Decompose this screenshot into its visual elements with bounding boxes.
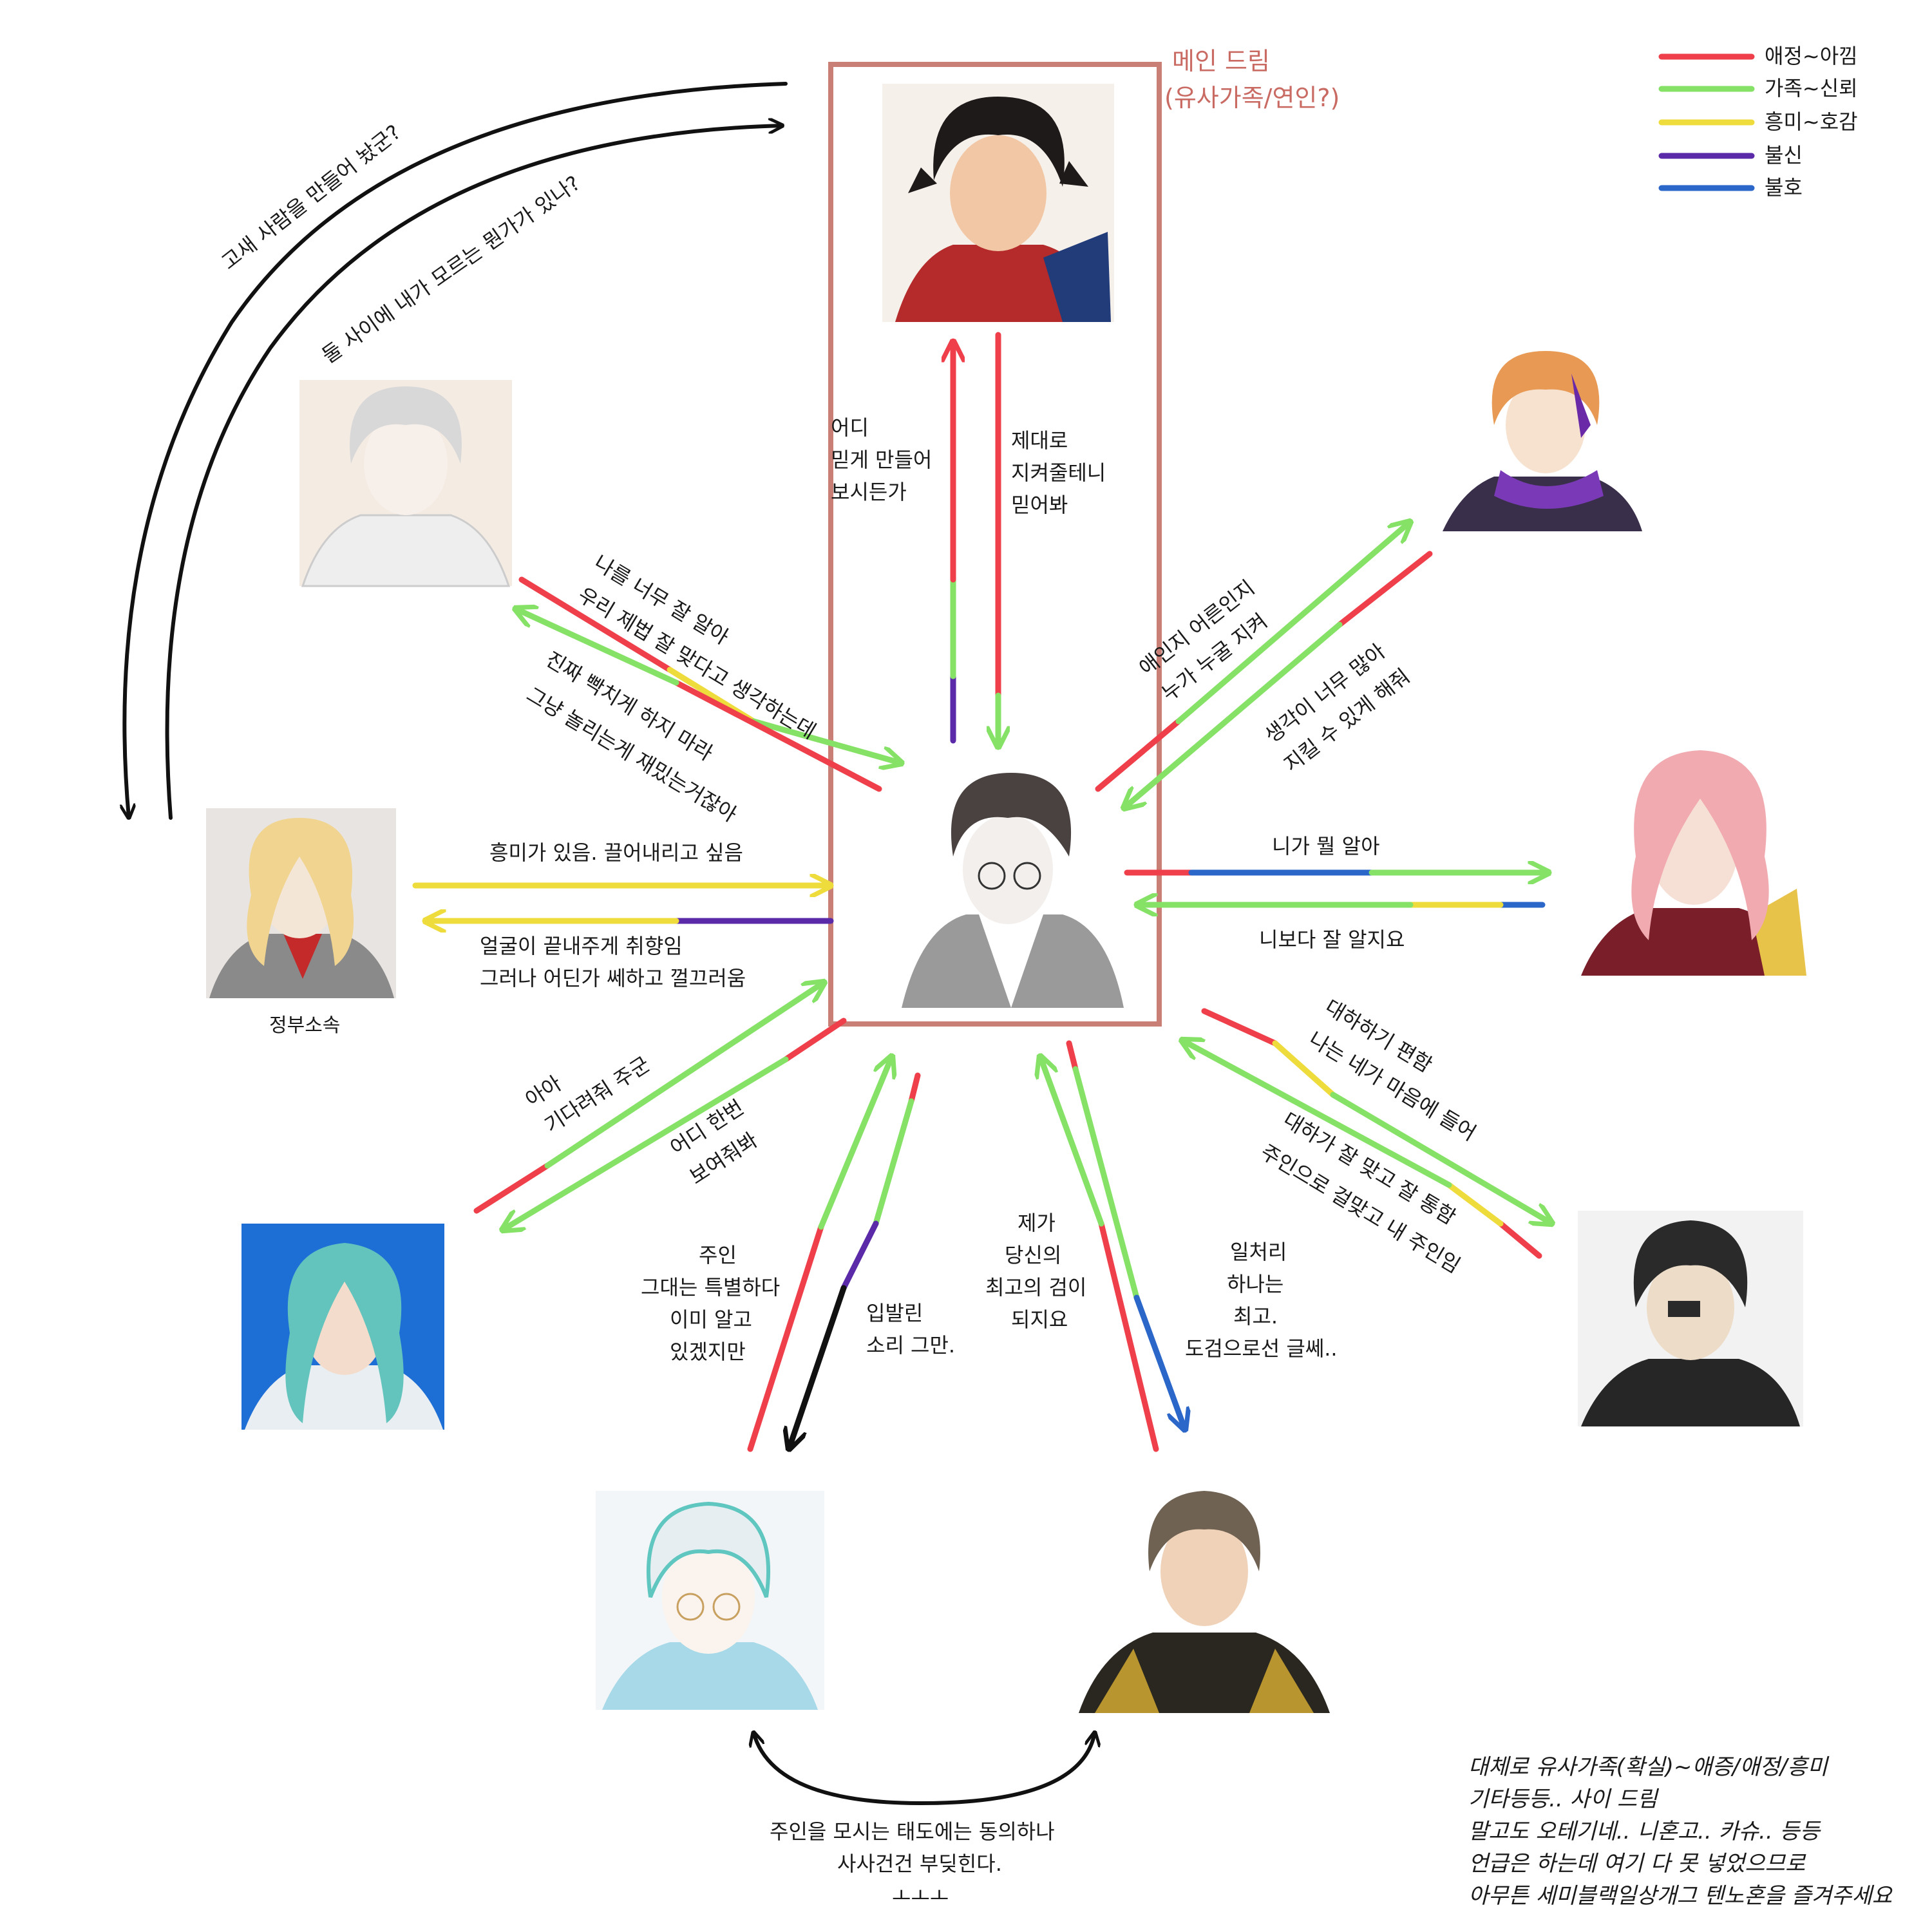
svg-text:어디: 어디: [831, 415, 869, 440]
svg-text:믿어봐: 믿어봐: [1011, 493, 1068, 517]
legend-label-distrust: 불신: [1765, 143, 1803, 167]
label-upperright-to-center: 생각이 너무 많아 지킬 수 있게 해줘: [1260, 639, 1415, 777]
portrait-bottom-right: [1072, 1484, 1336, 1713]
label-top-to-center: 제대로 지켜줄테니 믿어봐: [1011, 428, 1106, 517]
label-right-to-center: 니보다 잘 알지요: [1259, 927, 1405, 952]
svg-text:소리 그만.: 소리 그만.: [866, 1333, 955, 1358]
footnote: 대체로 유사가족(확실)~애증/애정/흥미 기타등등.. 사이 드림 말고도 오…: [1468, 1754, 1893, 1909]
arrow-bottomleft-to-center: [750, 1056, 892, 1449]
portrait-center: [898, 763, 1124, 1008]
label-bottomleft-to-center: 주인 그대는 특별하다 이미 알고 있겠지만: [641, 1243, 780, 1364]
svg-text:최고의 검이: 최고의 검이: [985, 1275, 1086, 1300]
svg-text:대체로 유사가족(확실)~애증/애정/흥미: 대체로 유사가족(확실)~애증/애정/흥미: [1468, 1754, 1830, 1780]
portrait-right: [1578, 744, 1810, 976]
label-upperleft-to-center: 나를 너무 잘 알아 우리 제법 잘 맞다고 생각하는데: [574, 550, 820, 744]
main-dream-label-1: 메인 드림: [1172, 47, 1270, 75]
svg-text:얼굴이 끝내주게 취향임: 얼굴이 끝내주게 취향임: [480, 934, 683, 958]
portrait-bottom-left: [596, 1491, 824, 1710]
svg-text:말고도 오테기네.. 니혼고.. 카슈.. 등등: 말고도 오테기네.. 니혼고.. 카슈.. 등등: [1468, 1819, 1821, 1844]
label-center-to-right: 니가 뭘 알아: [1272, 834, 1380, 858]
svg-text:주인을 모시는 태도에는 동의하나: 주인을 모시는 태도에는 동의하나: [770, 1819, 1055, 1844]
svg-text:그대는 특별하다: 그대는 특별하다: [641, 1275, 780, 1300]
svg-text:언급은 하는데 여기 다 못 넣었으므로: 언급은 하는데 여기 다 못 넣었으므로: [1468, 1851, 1806, 1877]
svg-text:되지요: 되지요: [1011, 1307, 1068, 1332]
portrait-upper-right: [1439, 351, 1645, 531]
svg-text:사사건건 부딪힌다.: 사사건건 부딪힌다.: [837, 1852, 1002, 1876]
svg-text:제대로: 제대로: [1011, 428, 1068, 453]
svg-text:도검으로선 글쎄..: 도검으로선 글쎄..: [1185, 1336, 1338, 1361]
legend-label-family: 가족~신뢰: [1765, 76, 1858, 100]
label-arc-a: 고새 사람을 만들어 놨군?: [217, 120, 406, 274]
legend-label-dislike: 불호: [1765, 175, 1803, 200]
svg-text:최고.: 최고.: [1233, 1304, 1278, 1329]
svg-text:기타등등.. 사이 드림: 기타등등.. 사이 드림: [1468, 1786, 1659, 1812]
svg-text:일처리: 일처리: [1230, 1240, 1287, 1264]
svg-text:지켜줄테니: 지켜줄테니: [1011, 460, 1106, 485]
arrow-bottom-pair: [753, 1732, 1095, 1803]
arrow-center-to-bottomright: [1069, 1043, 1185, 1430]
svg-text:믿게 만들어: 믿게 만들어: [831, 448, 932, 472]
portrait-upper-left: [299, 380, 512, 586]
label-bottom-pair: 주인을 모시는 태도에는 동의하나 사사건건 부딪힌다. ㅗㅗㅗ: [770, 1819, 1055, 1908]
svg-text:이미 알고: 이미 알고: [670, 1307, 752, 1332]
label-center-to-bottomright: 일처리 하나는 최고. 도검으로선 글쎄..: [1185, 1240, 1338, 1361]
label-lowerleft-to-center: 아아 기다려줘 주군: [521, 1052, 654, 1138]
label-lowerright-to-center: 대하가 잘 맞고 잘 통함 주인으로 걸맞고 내 주인임: [1256, 1107, 1464, 1278]
svg-text:아무튼 세미블랙일상개그 텐노혼을 즐겨주세요: 아무튼 세미블랙일상개그 텐노혼을 즐겨주세요: [1468, 1883, 1893, 1909]
svg-text:있겠지만: 있겠지만: [670, 1340, 746, 1364]
label-center-to-lowerleft: 어디 한번 보여줘봐: [666, 1095, 762, 1189]
legend: 애정~아낌 가족~신뢰 흥미~호감 불신 불호: [1662, 44, 1858, 200]
portrait-left: [206, 808, 396, 998]
svg-text:하나는: 하나는: [1227, 1272, 1283, 1296]
label-center-to-bottomleft: 입발린 소리 그만.: [866, 1301, 955, 1358]
legend-label-affection: 애정~아낌: [1765, 44, 1858, 68]
legend-label-interest: 흥미~호감: [1765, 109, 1858, 134]
main-dream-label-2: (유사가족/연인?): [1164, 84, 1340, 112]
label-center-to-left: 얼굴이 끝내주게 취향임 그러나 어딘가 쎄하고 껄끄러움: [480, 934, 746, 990]
portrait-lower-left: [242, 1224, 444, 1430]
portrait-lower-right: [1578, 1211, 1803, 1426]
svg-text:제가: 제가: [1018, 1211, 1056, 1235]
svg-text:보시든가: 보시든가: [831, 480, 907, 504]
label-center-to-top: 어디 믿게 만들어 보시든가: [831, 415, 932, 504]
label-center-to-upperright: 애인지 어른인지 누가 누굴 지켜: [1135, 575, 1273, 706]
svg-text:주인: 주인: [699, 1243, 737, 1267]
arrow-center-to-upperleft: [515, 609, 879, 789]
portrait-top: [882, 84, 1114, 322]
svg-text:그러나 어딘가 쎄하고 껄끄러움: 그러나 어딘가 쎄하고 껄끄러움: [480, 966, 746, 990]
left-caption: 정부소속: [269, 1014, 340, 1037]
svg-text:당신의: 당신의: [1005, 1243, 1061, 1267]
svg-text:입발린: 입발린: [866, 1301, 923, 1325]
svg-text:ㅗㅗㅗ: ㅗㅗㅗ: [892, 1884, 949, 1908]
label-left-to-center: 흥미가 있음. 끌어내리고 싶음: [489, 840, 743, 865]
label-bottomright-to-center: 제가 당신의 최고의 검이 되지요: [985, 1211, 1086, 1332]
